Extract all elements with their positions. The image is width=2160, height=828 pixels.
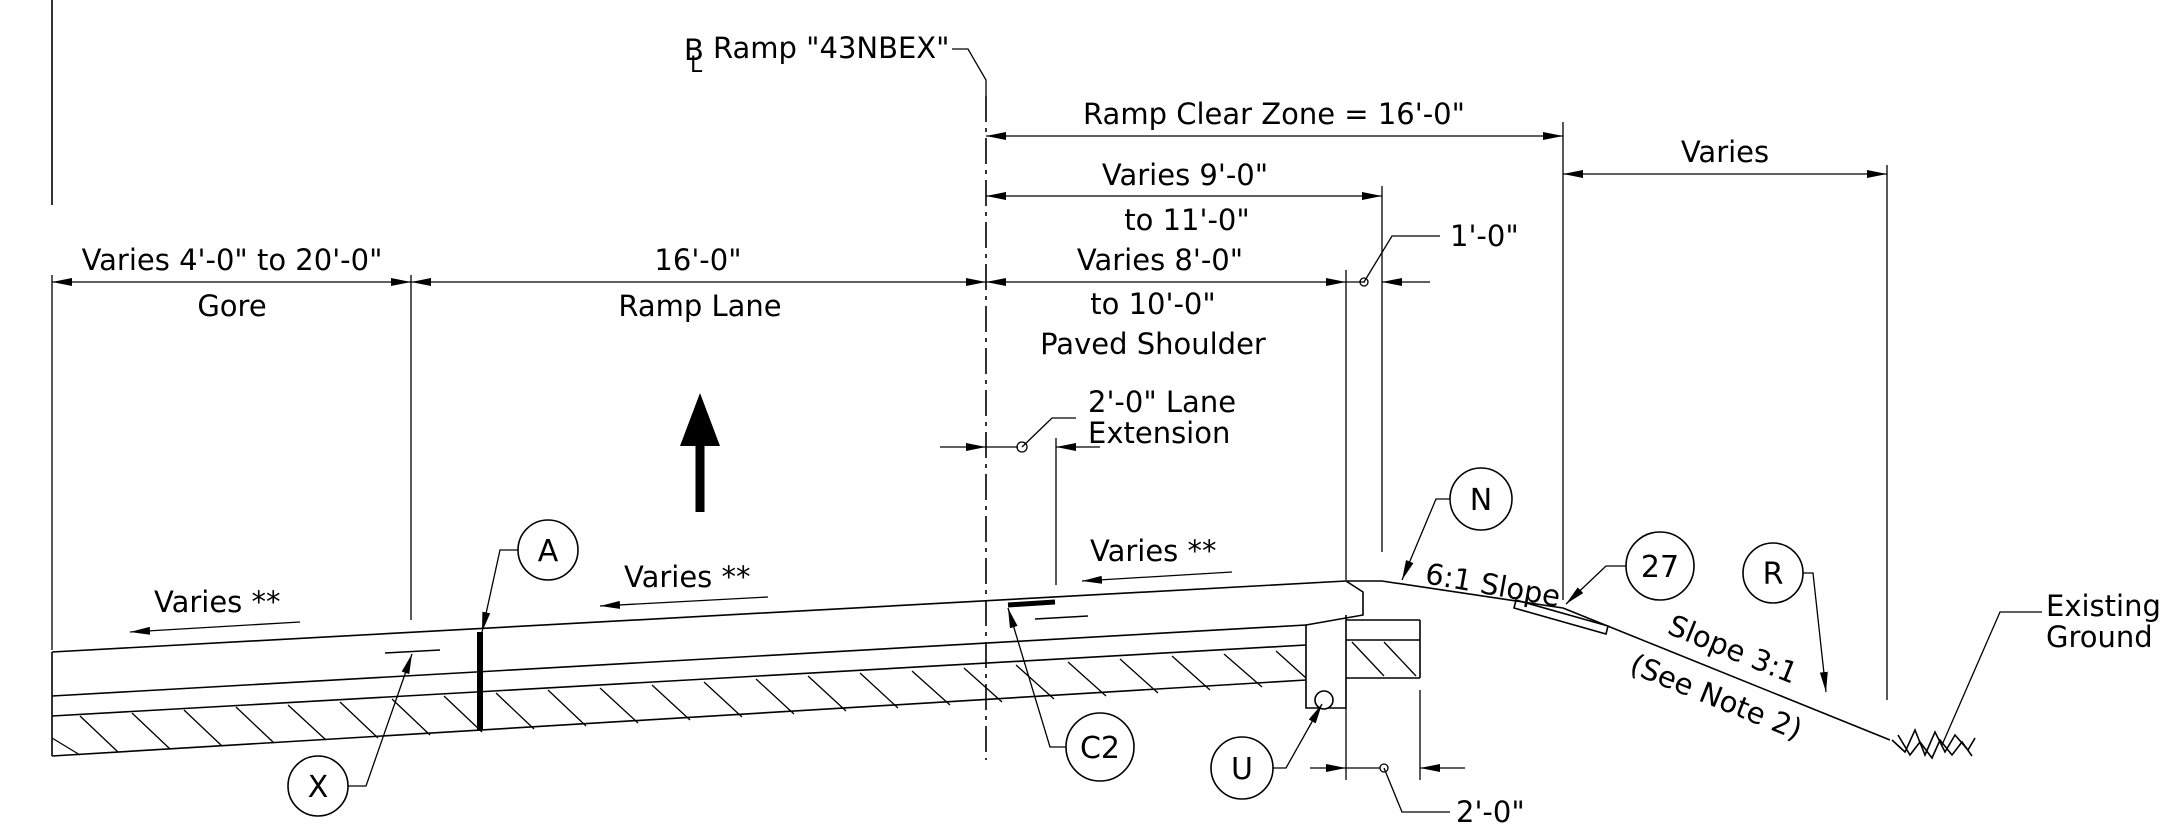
callout-x: X — [287, 653, 413, 817]
gore-label: Gore — [197, 289, 266, 323]
lane-extension-dimension: 2'-0" Lane Extension — [940, 385, 1236, 585]
varies-9-label-line1: Varies 9'-0" — [1102, 158, 1268, 192]
existing-ground-label-line2: Ground — [2046, 620, 2153, 654]
varies-shoulder-label: Varies ** — [1090, 534, 1217, 568]
varies-9-dimension: Varies 9'-0" to 11'-0" — [986, 158, 1383, 552]
pavement-section — [51, 580, 1421, 757]
slope-6-1-label: 6:1 Slope — [1423, 556, 1563, 613]
varies-arrows: Varies ** Varies ** Varies ** — [129, 534, 1233, 635]
callout-c2: C2 — [1007, 607, 1135, 782]
two-foot-label: 2'-0" — [1456, 795, 1525, 828]
svg-text:R: R — [1763, 557, 1784, 592]
callout-n: N — [1401, 467, 1513, 581]
lane-extension-label-line2: Extension — [1088, 416, 1230, 450]
shoulder-dim-label-line1: Varies 8'-0" — [1077, 243, 1243, 277]
pavement-hatching — [51, 641, 1417, 756]
callout-27: 27 — [1565, 531, 1695, 605]
svg-text:A: A — [538, 534, 559, 569]
direction-of-travel-arrow — [680, 393, 720, 512]
gore-dim-label: Varies 4'-0" to 20'-0" — [82, 243, 383, 277]
centerline-group: B L Ramp "43NBEX" — [684, 31, 987, 760]
lane-extension-label-line1: 2'-0" Lane — [1088, 385, 1236, 419]
svg-text:C2: C2 — [1080, 731, 1120, 766]
svg-text:U: U — [1231, 752, 1253, 787]
clear-zone-label: Ramp Clear Zone = 16'-0" — [1083, 97, 1465, 131]
ramp-lane-dim-label: 16'-0" — [654, 243, 741, 277]
varies-right-label: Varies — [1681, 135, 1769, 169]
centerline-symbol-top: B — [684, 33, 704, 67]
ramp-lane-label: Ramp Lane — [618, 289, 781, 323]
shoulder-dim-label-line2: to 10'-0" — [1090, 287, 1215, 321]
main-dimension-row: Varies 4'-0" to 20'-0" Gore 16'-0" Ramp … — [51, 219, 1519, 650]
varies-right-dimension: Varies — [1563, 135, 1888, 700]
callout-u: U — [1210, 703, 1323, 800]
callout-a: A — [481, 519, 579, 633]
existing-ground-label-line1: Existing — [2046, 589, 2160, 623]
clear-zone-dimension: Ramp Clear Zone = 16'-0" — [986, 97, 1564, 600]
one-foot-label: 1'-0" — [1450, 219, 1519, 253]
svg-text:N: N — [1470, 483, 1492, 518]
svg-text:27: 27 — [1641, 550, 1679, 585]
one-foot-leader — [1363, 235, 1440, 283]
centerline-leader — [952, 48, 987, 96]
centerline-label: Ramp "43NBEX" — [713, 31, 950, 65]
two-foot-dimension: 2'-0" — [1310, 690, 1525, 828]
varies-gore-label: Varies ** — [154, 585, 281, 619]
varies-9-label-line2: to 11'-0" — [1124, 203, 1249, 237]
centerline-symbol-bottom: L — [690, 53, 703, 78]
varies-lane-label: Varies ** — [624, 560, 751, 594]
paved-shoulder-label: Paved Shoulder — [1040, 327, 1266, 361]
svg-text:X: X — [308, 770, 329, 805]
callout-r: R — [1742, 542, 1828, 693]
existing-ground-symbol: Existing Ground — [1891, 589, 2160, 760]
